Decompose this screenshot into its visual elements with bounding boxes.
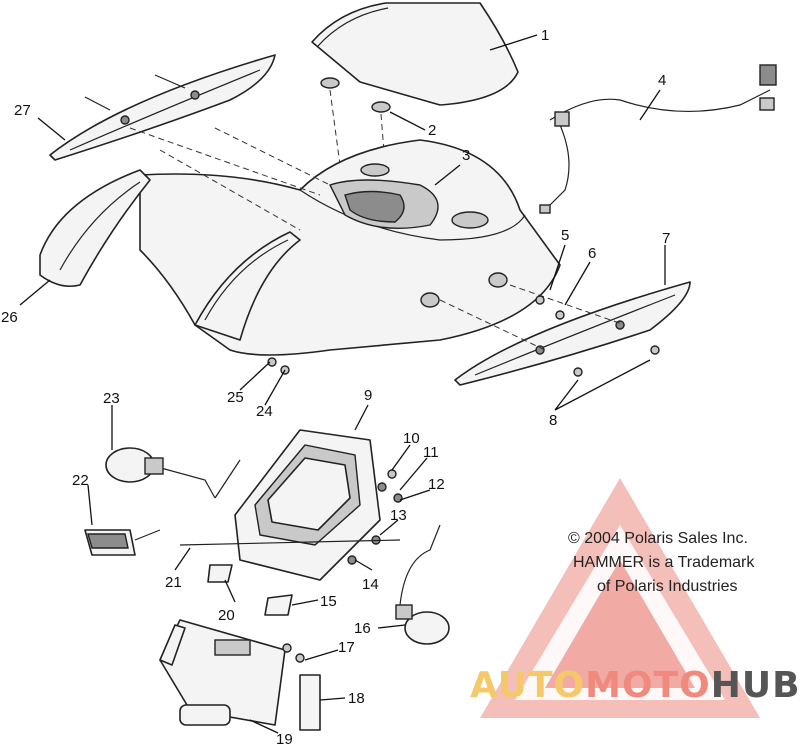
part-4-wiring-harness [539, 64, 777, 214]
callout-9: 9 [364, 387, 372, 404]
callout-6: 6 [588, 245, 596, 262]
callout-18: 18 [348, 690, 365, 707]
callout-17: 17 [338, 639, 355, 656]
callout-24: 24 [256, 403, 273, 420]
callout-8: 8 [549, 412, 557, 429]
part-23-light [105, 447, 241, 499]
callout-25: 25 [227, 389, 244, 406]
callout-19: 19 [276, 731, 293, 747]
callout-21: 21 [165, 574, 182, 591]
callout-10: 10 [403, 430, 420, 447]
copyright-line-1: © 2004 Polaris Sales Inc. [568, 530, 748, 547]
part-2-plug-b [371, 101, 391, 113]
callout-11: 11 [423, 444, 439, 461]
part-2-plug [320, 77, 340, 89]
callout-22: 22 [72, 472, 89, 489]
part-15-bracket [264, 594, 293, 616]
part-22-lamp [84, 529, 161, 556]
callout-15: 15 [320, 593, 337, 610]
callout-2: 2 [428, 122, 436, 139]
leader-lines [19, 34, 666, 734]
callout-12: 12 [428, 476, 445, 493]
callout-1: 1 [541, 27, 549, 44]
part-18-lower-fairing [159, 619, 321, 731]
copyright-line-3: of Polaris Industries [597, 578, 738, 595]
callout-4: 4 [658, 72, 666, 89]
part-16-headlight [395, 524, 450, 645]
part-9-headlight-bracket [234, 429, 381, 581]
watermark-text: AUTOMOTOHUB [470, 665, 800, 706]
callout-16: 16 [354, 620, 371, 637]
callout-3: 3 [462, 147, 470, 164]
callout-13: 13 [390, 507, 407, 524]
part-3-hood [139, 139, 561, 356]
callout-26: 26 [1, 309, 18, 326]
callout-20: 20 [218, 607, 235, 624]
callout-5: 5 [561, 227, 569, 244]
part-27-trim-left [49, 54, 276, 161]
copyright-notice: © 2004 Polaris Sales Inc. HAMMER is a Tr… [568, 530, 755, 595]
copyright-line-2: HAMMER is a Trademark [573, 554, 755, 571]
callout-14: 14 [362, 576, 379, 593]
callout-7: 7 [662, 230, 670, 247]
callout-23: 23 [103, 390, 120, 407]
callout-labels: 1 2 3 4 5 6 7 8 9 10 11 12 13 14 15 16 1… [1, 27, 670, 747]
part-26-side-panel [39, 169, 151, 288]
part-1-windshield [311, 2, 519, 106]
watermark-logo [480, 478, 760, 718]
callout-27: 27 [14, 102, 31, 119]
